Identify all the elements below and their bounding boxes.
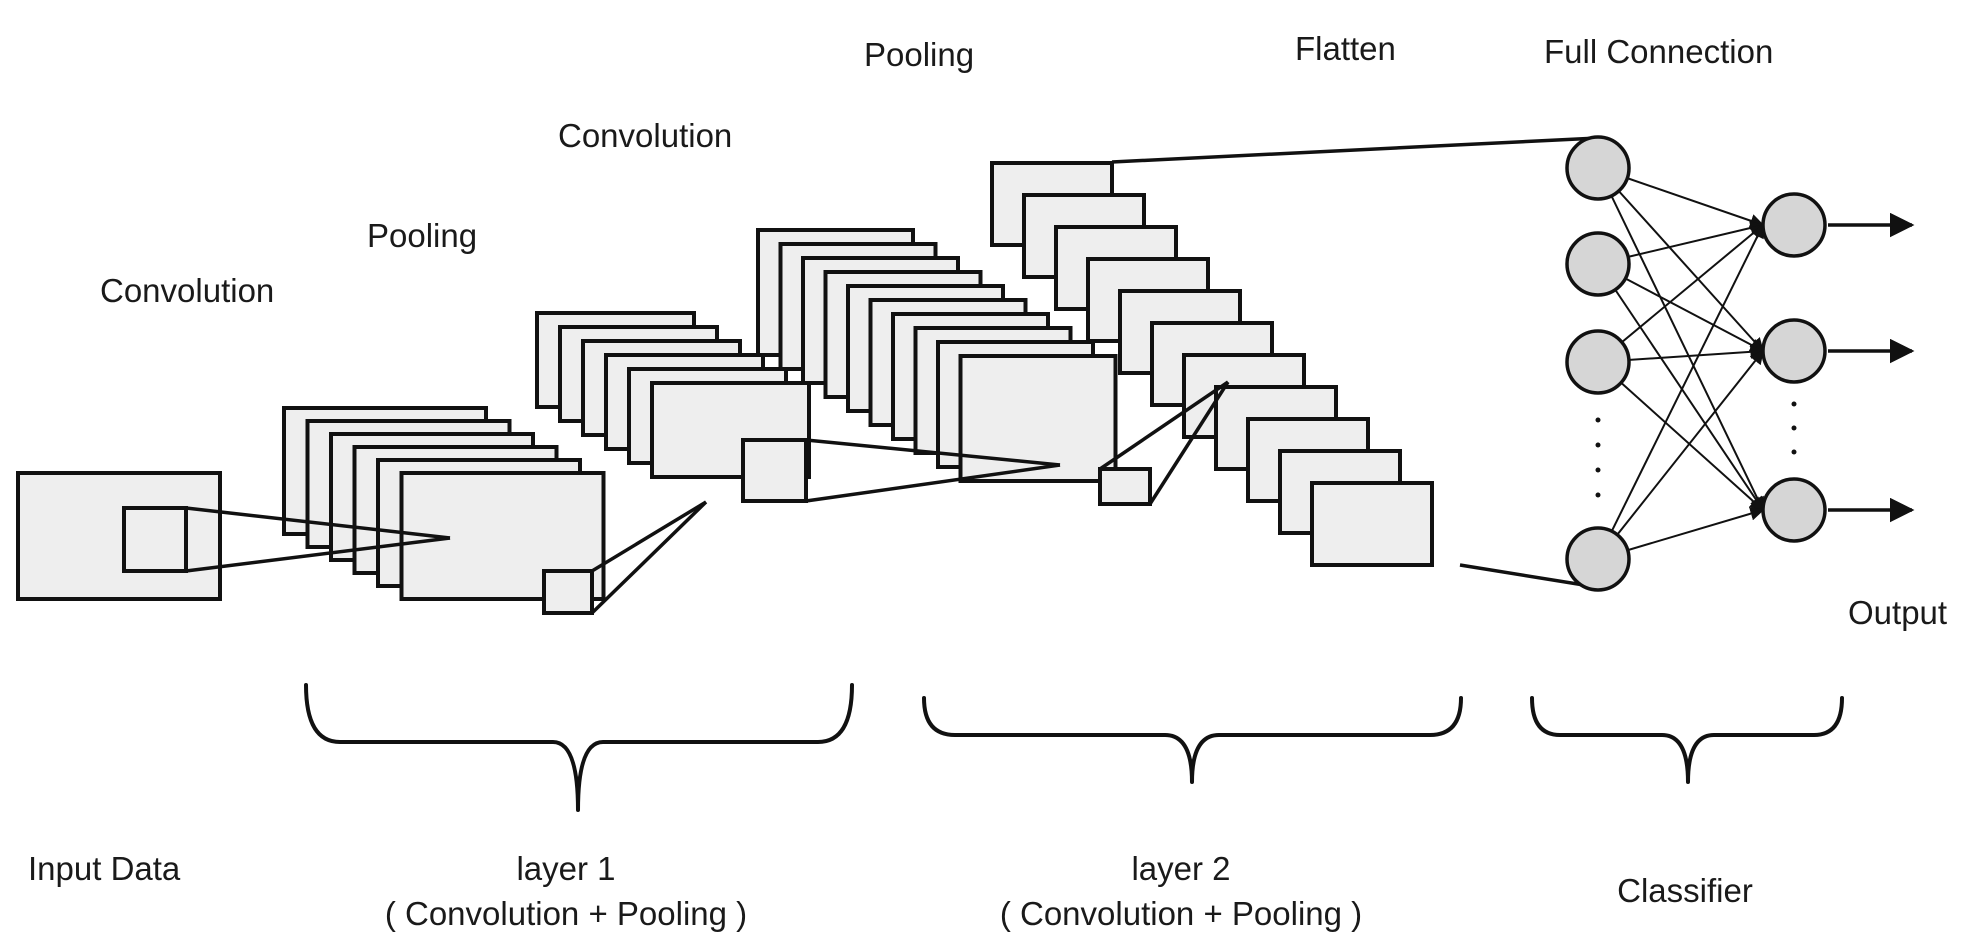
layer2-feature-maps <box>756 228 1118 483</box>
fc-edge <box>1597 224 1765 363</box>
ellipsis-dot <box>1595 467 1601 473</box>
layer1-pool-window <box>542 569 594 615</box>
full-connection-label: Full Connection <box>1544 33 1773 70</box>
input-receptive-field <box>122 506 188 573</box>
output-label: Output <box>1848 594 1947 631</box>
layer1-title: layer 1 <box>516 850 615 887</box>
layer2-pool-window <box>1098 467 1152 506</box>
ellipsis-dot <box>1791 425 1797 431</box>
fc-output-nodes <box>1761 192 1827 543</box>
layer1-pooled-window <box>741 438 808 503</box>
fc-edge <box>1597 349 1764 560</box>
layer2-pooled-maps <box>990 161 1434 567</box>
fc-input-nodes <box>1565 135 1631 592</box>
ellipsis-dot <box>1791 449 1797 455</box>
fc-output-node <box>1761 318 1827 384</box>
ellipsis-dot <box>1595 492 1601 498</box>
pool1-label: Pooling <box>367 217 477 254</box>
flatten-label: Flatten <box>1295 30 1396 67</box>
ellipsis-dot <box>1791 401 1797 407</box>
fc-input-node <box>1565 526 1631 592</box>
conv1-label: Convolution <box>100 272 274 309</box>
classifier-brace <box>1530 696 1844 784</box>
fc-input-node <box>1565 231 1631 297</box>
fc-output-node <box>1761 477 1827 543</box>
fc-output-node <box>1761 192 1827 258</box>
fc-input-node <box>1565 135 1631 201</box>
layer2-subtitle: ( Convolution + Pooling ) <box>1000 895 1362 932</box>
fc-input-node <box>1565 329 1631 395</box>
pooled-map <box>1310 481 1434 567</box>
conv2-label: Convolution <box>558 117 732 154</box>
feature-map <box>958 354 1118 483</box>
layer2-title: layer 2 <box>1131 850 1230 887</box>
input-image <box>16 471 222 601</box>
classifier-label: Classifier <box>1617 872 1753 909</box>
fc-edge <box>1597 361 1765 511</box>
ellipsis-dot <box>1595 442 1601 448</box>
ellipsis-dot <box>1595 417 1601 423</box>
fc-edge <box>1597 263 1764 512</box>
ellipsis-dots <box>1595 401 1797 498</box>
layer1-subtitle: ( Convolution + Pooling ) <box>385 895 747 932</box>
input-data-label: Input Data <box>28 850 181 887</box>
fc-edge <box>1597 167 1764 512</box>
fc-edge <box>1597 167 1764 353</box>
layer1-brace <box>304 683 854 812</box>
receptive-field-lines <box>185 136 1599 615</box>
output-arrows <box>1828 212 1915 523</box>
pool2-label: Pooling <box>864 36 974 73</box>
fc-edge <box>1597 223 1764 560</box>
layer2-brace <box>922 696 1463 784</box>
